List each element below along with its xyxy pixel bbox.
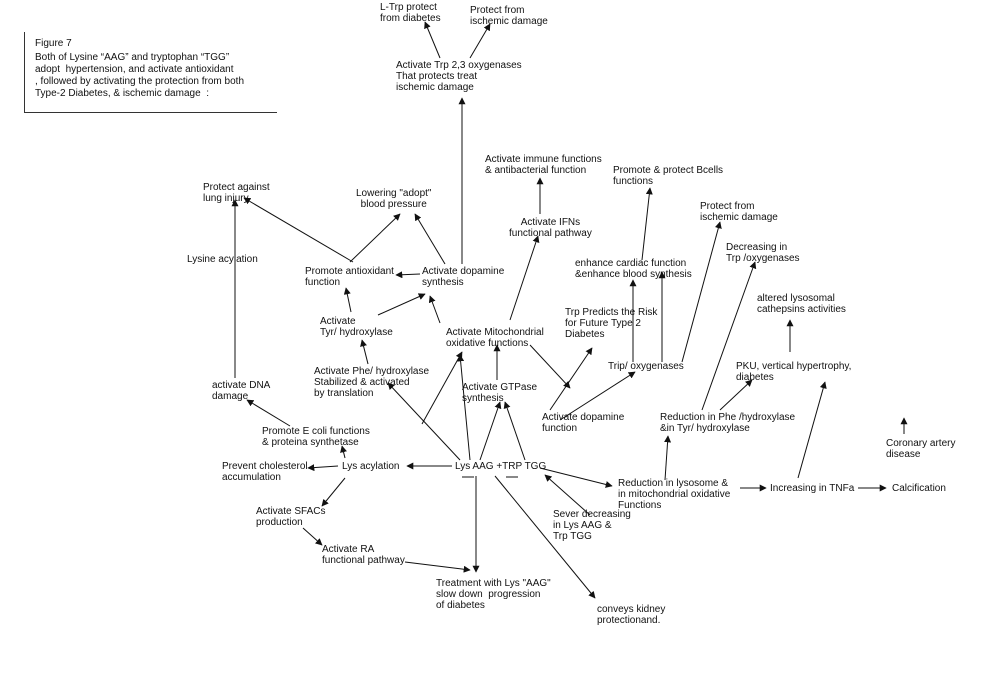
arrow-sever-to-hub — [544, 474, 591, 516]
arrow-dopamine-to-lowering — [414, 213, 446, 265]
arrow-hub-to-mito-phe — [387, 382, 461, 461]
node-activate-tyr: Activate Tyr/ hydroxylase — [320, 316, 393, 338]
node-activate-ifns: Activate IFNs functional pathway — [509, 217, 592, 239]
node-activate-gtpase: Activate GTPase synthesis — [462, 382, 538, 404]
node-activate-dopamine-synthesis: Activate dopamine synthesis — [422, 266, 505, 288]
node-hub: Lys AAG +TRP TGG — [455, 461, 547, 472]
node-trp-predicts: Trp Predicts the Risk for Future Type 2 … — [565, 307, 658, 340]
node-promote-bcells: Promote & protect Bcells functions — [613, 165, 724, 187]
arrow-mito-to-dopamine — [428, 295, 441, 324]
node-increasing-tnfa: Increasing in TNFa — [770, 483, 855, 494]
node-reduction-lysosome: Reduction in lysosome & in mitochondrial… — [618, 478, 731, 511]
arrow-ra-to-treatment — [404, 561, 471, 573]
arrow-hub-right-to-gtpase — [503, 401, 526, 461]
node-activate-dna: activate DNA damage — [212, 380, 271, 402]
arrow-hub-to-kidney — [494, 475, 596, 599]
node-altered-lysosomal: altered lysosomal cathepsins activities — [757, 293, 846, 315]
node-sever-decreasing: Sever decreasing in Lys AAG & Trp TGG — [553, 509, 631, 542]
figure-title: Figure 7 — [35, 38, 72, 49]
node-protect-ischemic-right: Protect from ischemic damage — [700, 201, 778, 223]
arrow-lysacyl-to-cholesterol — [307, 464, 339, 472]
arrow-trp23-to-ltrp — [424, 21, 441, 59]
arrow-hub-to-dopamine — [457, 354, 471, 461]
node-reduction-phe: Reduction in Phe /hydroxylase &in Tyr/ h… — [660, 412, 796, 434]
node-activate-sfacs: Activate SFACs production — [256, 506, 326, 528]
arrow-reduction-lyso-to-reduction-phe — [664, 435, 672, 481]
arrow-trip-to-protect-ischemic — [681, 221, 722, 363]
node-kidney: conveys kidney protectionand. — [597, 604, 666, 626]
arrow-reduction-phe-to-decreasing — [701, 261, 757, 411]
node-lysine-acylation: Lysine acylation — [187, 254, 258, 265]
node-promote-antioxidant: Promote antioxidant function — [305, 266, 394, 288]
arrow-reduction-phe-to-pku — [719, 379, 753, 411]
arrow-dopfunc-to-trp-predicts — [549, 347, 593, 411]
arrow-hub-to-reduction-lyso — [539, 467, 613, 488]
node-activate-mito: Activate Mitochondrial oxidative functio… — [446, 327, 544, 349]
node-activate-immune: Activate immune functions & antibacteria… — [485, 154, 602, 176]
node-promote-ecoli: Promote E coli functions & proteina synt… — [262, 426, 370, 448]
node-decreasing-trp: Decreasing in Trp /oxygenases — [726, 242, 800, 264]
arrow-hub-to-gtpase — [479, 401, 502, 461]
arrow-antiox-to-lung — [243, 197, 354, 263]
arrow-mito-to-ifns — [509, 235, 540, 321]
node-treatment: Treatment with Lys "AAG" slow down progr… — [436, 578, 551, 611]
node-pku: PKU, vertical hypertrophy, diabetes — [736, 361, 852, 383]
arrow-dopamine-to-antiox — [395, 271, 421, 279]
node-activate-trp23: Activate Trp 2,3 oxygenases That protect… — [396, 60, 522, 93]
arrow-trp23-to-protect-ischemic — [469, 23, 491, 59]
node-trip-oxygenases: Trip/ oxygenases — [608, 361, 684, 372]
arrow-phe2-to-mito — [421, 351, 463, 425]
arrow-mito-to-dopfunc — [529, 344, 571, 389]
arrow-enhance-to-bcells — [641, 187, 653, 261]
arrow-tnfa-to-pku — [797, 381, 827, 479]
arrow-phe-to-tyr — [360, 339, 369, 365]
node-protect-ischemic-top: Protect from ischemic damage — [470, 5, 548, 27]
arrow-tyr-to-antiox — [343, 287, 352, 313]
figure-caption: Both of Lysine “AAG” and tryptophan “TGG… — [35, 52, 245, 99]
node-calcification: Calcification — [892, 483, 946, 494]
node-activate-dopamine-function: Activate dopamine function — [542, 412, 625, 434]
node-prevent-cholesterol: Prevent cholesterol accumulation — [222, 461, 308, 483]
node-protect-lung: Protect against lung injury — [203, 182, 270, 204]
arrow-lysacyl-to-sfacs — [321, 477, 346, 507]
node-activate-phe: Activate Phe/ hydroxylase Stabilized & a… — [314, 366, 430, 399]
node-activate-ra: Activate RA functional pathway — [322, 544, 405, 566]
node-ltrp-protect: L-Trp protect from diabetes — [380, 2, 441, 24]
arrow-sfacs-to-ra — [302, 527, 323, 546]
arrow-ecoli-to-dna — [246, 399, 291, 427]
node-lys-acylation: Lys acylation — [342, 461, 400, 472]
arrow-antiox-to-lowering — [349, 213, 401, 263]
node-coronary: Coronary artery disease — [886, 438, 956, 460]
arrow-lysacyl-to-ecoli — [340, 445, 347, 459]
arrow-dopfunc-to-trip — [559, 371, 636, 421]
node-lowering-bp: Lowering "adopt" blood pressure — [356, 188, 432, 210]
node-enhance-cardiac: enhance cardiac function &enhance blood … — [575, 258, 692, 280]
arrow-tyr-to-dopamine — [377, 293, 426, 316]
figure-caption-box: Figure 7 Both of Lysine “AAG” and trypto… — [24, 32, 277, 113]
